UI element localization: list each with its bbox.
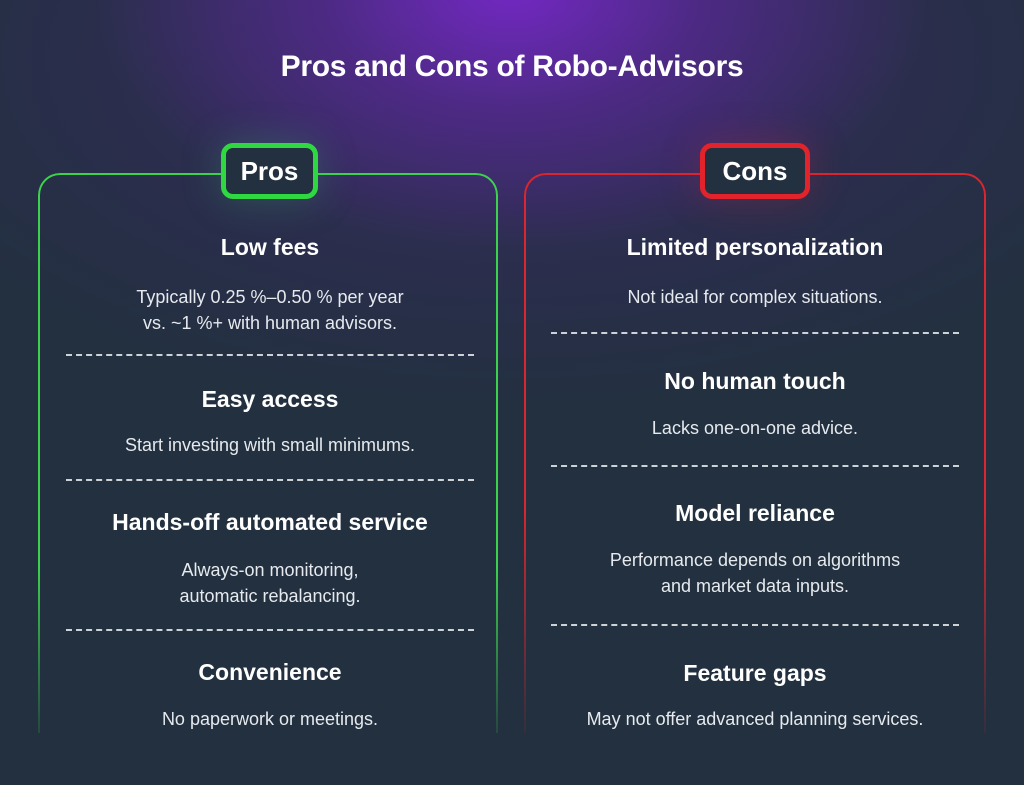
item-desc: May not offer advanced planning services… xyxy=(586,709,924,729)
pros-badge: Pros xyxy=(221,143,318,199)
item-title: Easy access xyxy=(201,386,339,412)
dashed-divider xyxy=(66,354,474,356)
item-desc: automatic rebalancing. xyxy=(179,586,361,606)
item-title: No human touch xyxy=(664,368,846,394)
cons-badge: Cons xyxy=(700,143,810,199)
dashed-divider xyxy=(551,332,959,334)
pros-column: Low fees Typically 0.25 %–0.50 % per yea… xyxy=(60,0,480,785)
dashed-divider xyxy=(551,465,959,467)
item-desc: Start investing with small minimums. xyxy=(124,435,416,455)
item-desc: Always-on monitoring, xyxy=(181,560,359,580)
item-desc: and market data inputs. xyxy=(660,576,850,596)
page-title: Pros and Cons of Robo-Advisors xyxy=(280,50,744,83)
item-title: Convenience xyxy=(198,659,342,685)
item-title: Limited personalization xyxy=(626,234,884,260)
item-desc: Lacks one-on-one advice. xyxy=(651,418,859,438)
cons-column: Limited personalization Not ideal for co… xyxy=(545,0,965,785)
item-title: Model reliance xyxy=(675,500,835,526)
item-desc: Not ideal for complex situations. xyxy=(627,287,883,307)
dashed-divider xyxy=(551,624,959,626)
dashed-divider xyxy=(66,629,474,631)
item-desc: vs. ~1 %+ with human advisors. xyxy=(142,313,398,333)
item-title: Hands-off automated service xyxy=(112,509,428,535)
item-title: Feature gaps xyxy=(683,660,827,686)
item-desc: Performance depends on algorithms xyxy=(609,550,901,570)
dashed-divider xyxy=(66,479,474,481)
item-desc: Typically 0.25 %–0.50 % per year xyxy=(136,287,404,307)
item-title: Low fees xyxy=(220,234,320,260)
item-desc: No paperwork or meetings. xyxy=(161,709,379,729)
